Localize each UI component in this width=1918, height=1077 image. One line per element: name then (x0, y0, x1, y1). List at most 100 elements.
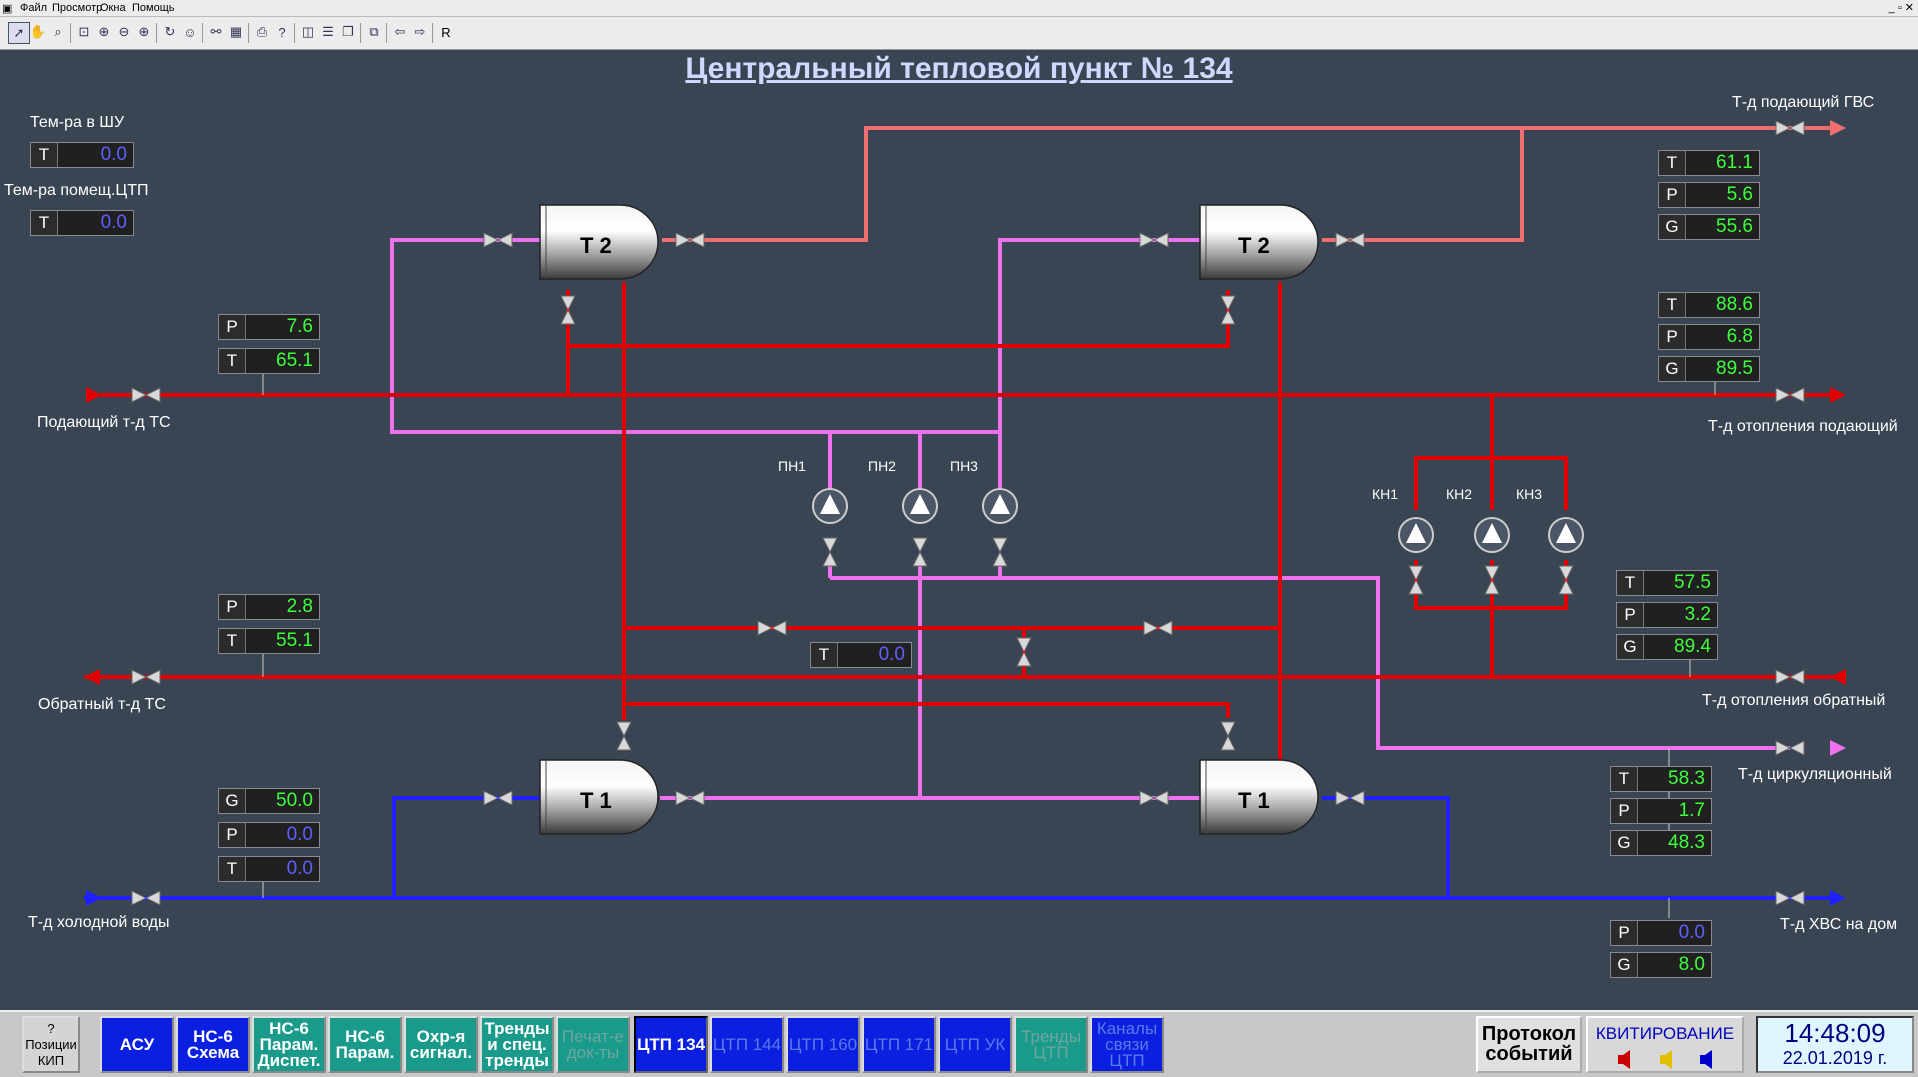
clock-date: 22.01.2019 г. (1782, 1048, 1888, 1068)
nav-channels-ctp-button[interactable]: Каналы связи ЦТП (1090, 1016, 1164, 1073)
exchanger-t2-left (539, 204, 659, 280)
label-cold-water: Т-д холодной воды (28, 914, 170, 931)
label-heat-supply: Т-д отопления подающий (1708, 418, 1898, 435)
forward-arrow-icon[interactable]: ⇨ (414, 24, 426, 39)
exchanger-t1-right (1199, 759, 1319, 835)
label-hvs-house: Т-д ХВС на дом (1780, 916, 1898, 933)
tile-vertical-icon[interactable]: ◫ (301, 24, 315, 39)
r-button[interactable]: R (441, 24, 451, 40)
bottom-nav-bar: ? Позиции КИП АСУ НС-6 Схема НС-6 Парам.… (0, 1010, 1918, 1077)
label-heat-return: Т-д отопления обратный (1702, 692, 1886, 709)
cascade-icon[interactable]: ❐ (342, 24, 354, 39)
label-temp-room: Тем-ра помещ.ЦТП (4, 182, 149, 199)
table-icon[interactable]: ▦ (229, 24, 243, 39)
meter-leaders (262, 373, 1716, 918)
back-arrow-icon[interactable]: ⇦ (394, 24, 406, 39)
nav-ns6-scheme-button[interactable]: НС-6 Схема (176, 1016, 250, 1073)
tile-horizontal-icon[interactable]: ☰ (322, 24, 334, 39)
pump-pn1-label: ПН1 (778, 458, 806, 474)
pipeline-diagram (84, 120, 1846, 918)
refresh-icon[interactable]: ↻ (164, 24, 176, 39)
acknowledge-label: КВИТИРОВАНИЕ (1595, 1024, 1735, 1043)
cold-water-pipes (84, 796, 1840, 900)
pump-pn3-label: ПН3 (950, 458, 978, 474)
menu-bar: ▣ Файл Просмотр Окна Помощь _ ▫ ✕ (0, 0, 1918, 17)
help-icon[interactable]: ? (278, 24, 286, 40)
clock-panel: 14:48:09 22.01.2019 г. (1756, 1016, 1914, 1073)
exchanger-t2-left-label: Т 2 (580, 233, 612, 258)
nav-ctp171-button[interactable]: ЦТП 171 (862, 1016, 936, 1073)
label-temp-shu: Тем-ра в ШУ (30, 114, 125, 131)
nav-print-docs-button[interactable]: Печат-е док-ты (556, 1016, 630, 1073)
menu-file[interactable]: Файл (20, 2, 48, 14)
users-icon[interactable]: ☺ (183, 24, 197, 40)
nav-ctp144-button[interactable]: ЦТП 144 (710, 1016, 784, 1073)
page-title: Центральный тепловой пункт № 134 (685, 52, 1233, 85)
hand-icon[interactable]: ✋ (29, 24, 47, 39)
events-log-button[interactable]: Протокол событий (1476, 1016, 1582, 1073)
nav-trends-special-button[interactable]: Тренды и спец. тренды (480, 1016, 554, 1073)
scheme-area: Т 2 Т 2 Т 1 Т 1 ПН1 ПН2 ПН3 КН1 КН2 КН3 … (0, 50, 1918, 1010)
nav-ctp134-button[interactable]: ЦТП 134 (634, 1016, 708, 1073)
zoom-area-icon[interactable]: ⊕ (98, 24, 110, 39)
gvs-pipes (662, 126, 1842, 242)
speaker-yellow-icon (1660, 1050, 1672, 1069)
nav-trends-ctp-button[interactable]: Тренды ЦТП (1014, 1016, 1088, 1073)
pump-kn3-label: КН3 (1516, 486, 1543, 502)
zoom-in-icon[interactable]: ⊕ (138, 24, 150, 39)
window-controls[interactable]: _ ▫ ✕ (1888, 2, 1914, 14)
nav-ctp-uk-button[interactable]: ЦТП УК (938, 1016, 1012, 1073)
windows-icon[interactable]: ⧉ (369, 24, 379, 39)
nav-ns6-param-button[interactable]: НС-6 Парам. (328, 1016, 402, 1073)
exchanger-t2-right-label: Т 2 (1238, 233, 1270, 258)
binoculars-icon[interactable]: ⚯ (210, 24, 222, 39)
nav-ctp160-button[interactable]: ЦТП 160 (786, 1016, 860, 1073)
exchanger-t2-right (1199, 204, 1319, 280)
heat-exchangers (539, 204, 1319, 835)
zoom-fit-icon[interactable]: ⊡ (78, 24, 90, 39)
pump-kn2-label: КН2 (1446, 486, 1473, 502)
pointer-icon[interactable]: ➚ (8, 22, 30, 44)
zoom-out-icon[interactable]: ⊖ (118, 24, 130, 39)
menu-windows[interactable]: Окна (100, 2, 126, 14)
menu-view[interactable]: Просмотр (52, 2, 103, 14)
menu-help[interactable]: Помощь (132, 2, 175, 14)
exchanger-t1-left-label: Т 1 (580, 788, 612, 813)
nav-ns6-param-disp-button[interactable]: НС-6 Парам. Диспет. (252, 1016, 326, 1073)
nav-kip-button[interactable]: ? Позиции КИП (22, 1016, 80, 1073)
nav-guard-button[interactable]: Охр-я сигнал. (404, 1016, 478, 1073)
speaker-red-icon (1618, 1050, 1630, 1069)
zoom-icon[interactable]: ⌕ (54, 24, 62, 39)
pump-pn2-label: ПН2 (868, 458, 896, 474)
print-icon[interactable]: ⎙ (256, 24, 268, 39)
app-icon: ▣ (2, 3, 13, 15)
nav-asu-button[interactable]: АСУ (100, 1016, 174, 1073)
label-supply-ts: Подающий т-д ТС (37, 414, 171, 431)
acknowledge-button[interactable]: КВИТИРОВАНИЕ (1586, 1016, 1744, 1073)
pump-kn1-label: КН1 (1372, 486, 1399, 502)
exchanger-t1-left (539, 759, 659, 835)
label-return-ts: Обратный т-д ТС (38, 696, 166, 713)
flow-arrows (84, 120, 1846, 906)
speaker-blue-icon (1700, 1050, 1712, 1069)
